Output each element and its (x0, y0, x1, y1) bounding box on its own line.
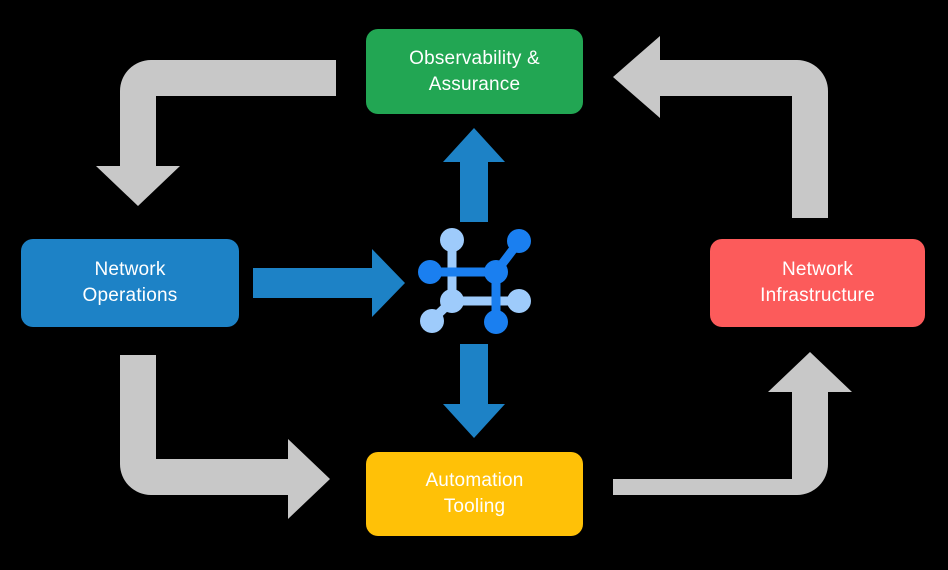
gray-arrow-infrastructure-to-observability (613, 36, 828, 218)
node-bottom-dark (484, 310, 508, 334)
network-icon-nodes (418, 228, 531, 334)
node-top-light (440, 228, 464, 252)
node-box-operations[interactable]: Network Operations (21, 239, 239, 327)
node-box-observability[interactable]: Observability & Assurance (366, 29, 583, 114)
blue-arrow-center-to-observability (443, 128, 505, 222)
node-box-automation[interactable]: Automation Tooling (366, 452, 583, 536)
node-box-infrastructure[interactable]: Network Infrastructure (710, 239, 925, 327)
blue-arrow-operations-to-center (253, 249, 405, 317)
node-label-observability: Observability & Assurance (409, 47, 540, 95)
gray-arrow-automation-to-infrastructure (613, 352, 852, 495)
gray-arrow-operations-to-automation (120, 355, 330, 519)
node-left-dark (418, 260, 442, 284)
node-midleft-light (440, 289, 464, 313)
node-label-operations: Network Operations (82, 259, 178, 306)
node-label-infrastructure: Network Infrastructure (760, 259, 875, 306)
node-hub-dark (484, 260, 508, 284)
node-bottomleft-light (420, 309, 444, 333)
node-label-automation: Automation Tooling (425, 470, 524, 517)
blue-arrow-center-to-automation (443, 344, 505, 438)
gray-arrow-observability-to-operations (96, 60, 336, 206)
node-right-light (507, 289, 531, 313)
node-topright-dark (507, 229, 531, 253)
